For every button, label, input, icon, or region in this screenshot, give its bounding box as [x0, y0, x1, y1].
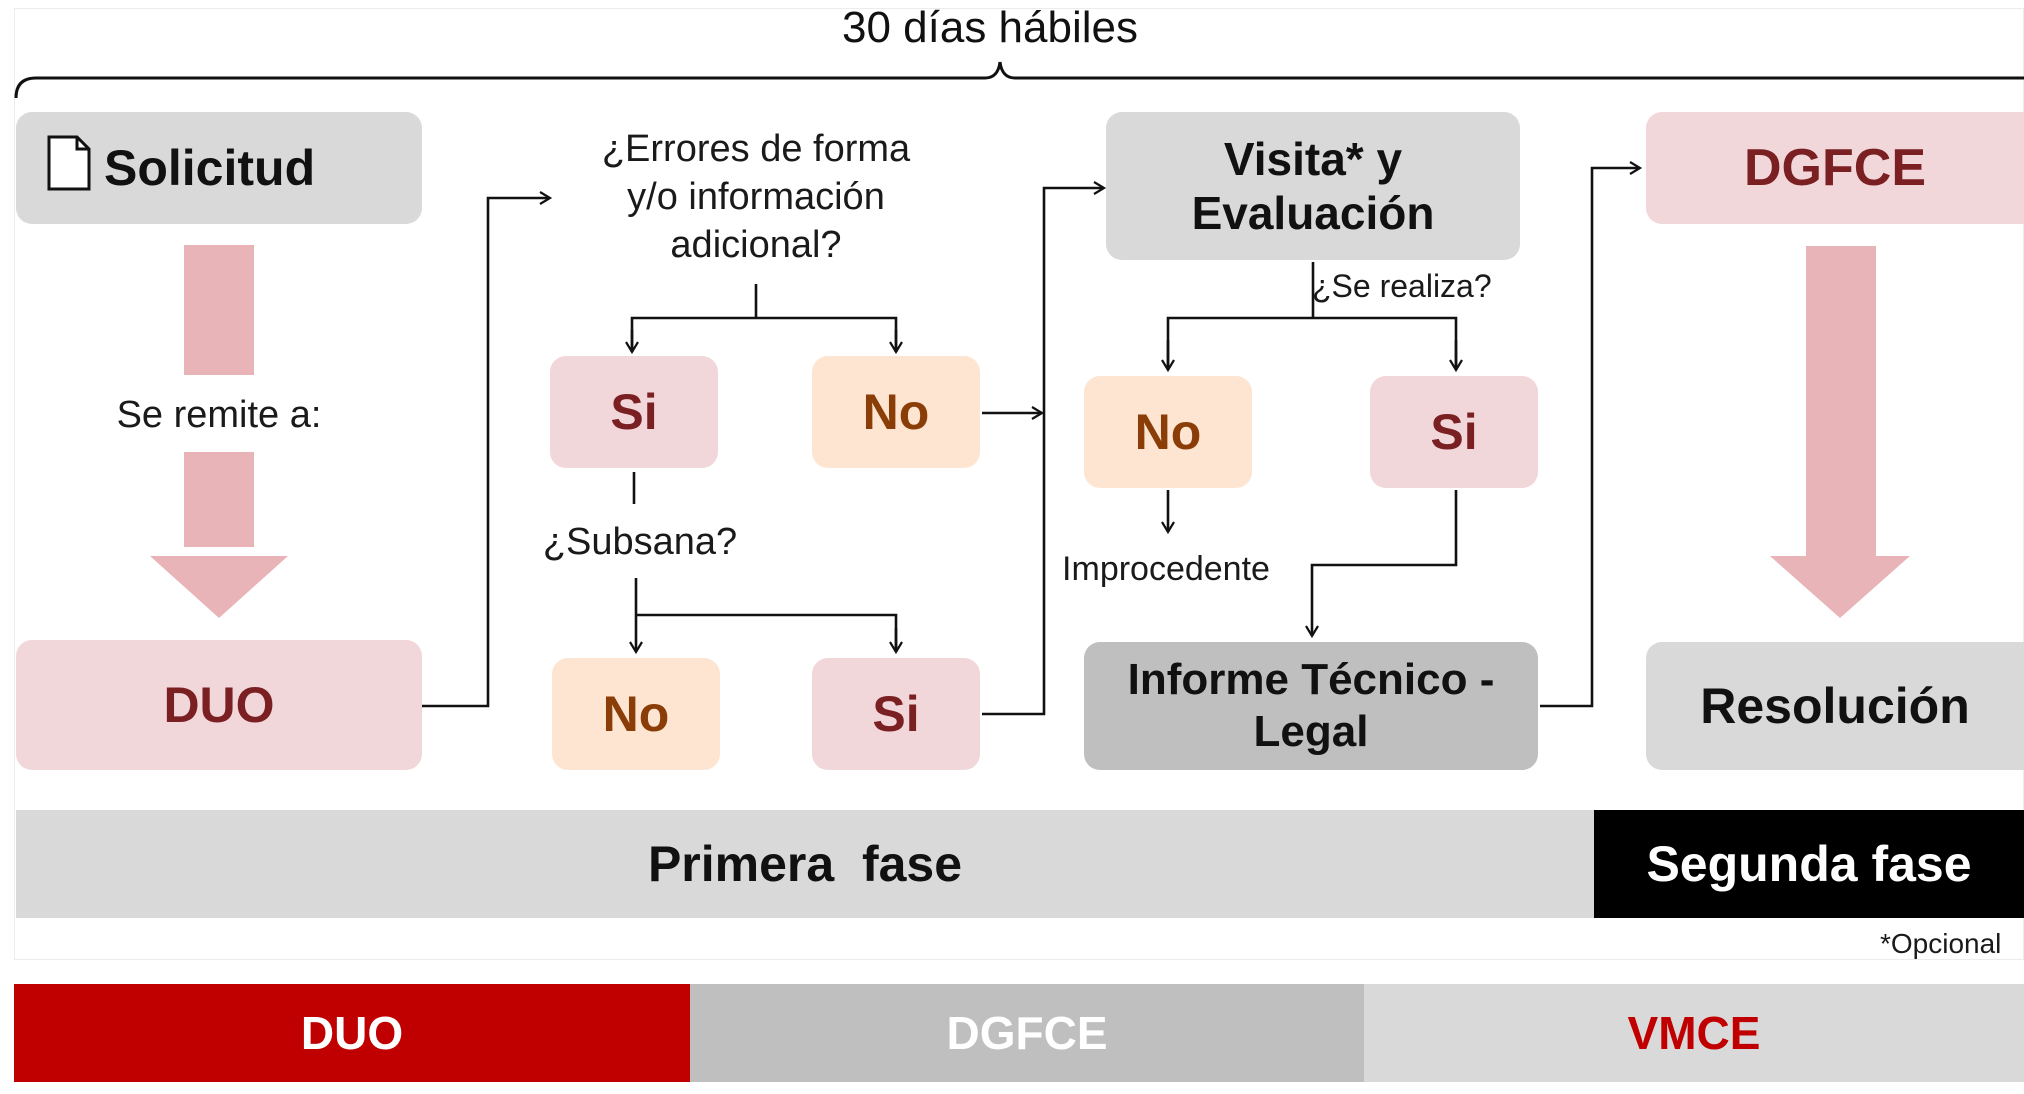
pink-arrow-left: [150, 245, 288, 618]
primera-fase-bar: Primera fase: [16, 810, 1594, 918]
pink-arrow-right: [1770, 246, 1910, 618]
top-brace: [14, 61, 2024, 99]
legend-vmce: VMCE: [1364, 984, 2024, 1082]
document-icon: [47, 135, 91, 191]
se-remite-label: Se remite a:: [16, 378, 422, 452]
no-box-1: No: [812, 356, 980, 468]
solicitud-box: Solicitud: [16, 112, 422, 224]
no-box-3: No: [1084, 376, 1252, 488]
dgfce-box: DGFCE: [1646, 112, 2024, 224]
visita-box: Visita* y Evaluación: [1106, 112, 1520, 260]
solicitud-label: Solicitud: [104, 140, 316, 196]
informe-box: Informe Técnico - Legal: [1084, 642, 1538, 770]
si-box-3: Si: [1370, 376, 1538, 488]
duo-box: DUO: [16, 640, 422, 770]
errores-question: ¿Errores de forma y/o información adicio…: [601, 128, 911, 266]
segunda-fase-bar: Segunda fase: [1594, 810, 2024, 918]
no-box-2: No: [552, 658, 720, 770]
resolucion-box: Resolución: [1646, 642, 2024, 770]
si-box-1: Si: [550, 356, 718, 468]
improcedente-label: Improcedente: [1062, 549, 1270, 588]
legend-dgfce: DGFCE: [690, 984, 1364, 1082]
legend-duo: DUO: [14, 984, 690, 1082]
duration-label: 30 días hábiles: [842, 3, 1138, 52]
se-realiza-question: ¿Se realiza?: [1312, 267, 1492, 304]
optional-footnote: *Opcional: [1880, 928, 2002, 959]
si-box-2: Si: [812, 658, 980, 770]
subsana-question: ¿Subsana?: [520, 510, 760, 574]
